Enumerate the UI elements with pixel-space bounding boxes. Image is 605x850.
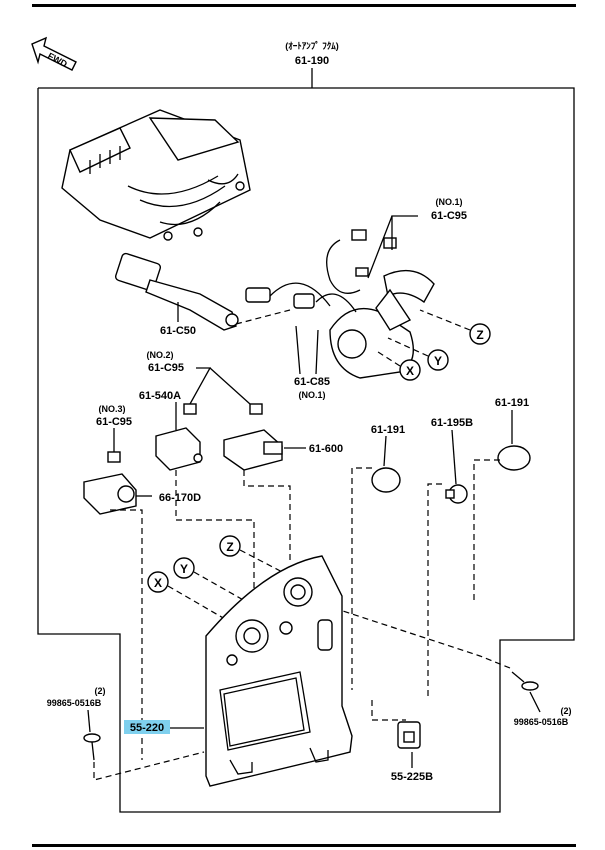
marker-z-lower: Z xyxy=(219,535,241,557)
label-c95-no1-code: 61-C95 xyxy=(431,210,467,222)
marker-y-lower: Y xyxy=(173,557,195,579)
wiring-harness xyxy=(61,109,251,241)
marker-x-lower: X xyxy=(147,571,169,593)
switch-600 xyxy=(223,429,283,471)
label-c95-no3-note: (NO.3) xyxy=(99,404,126,414)
label-55-220: 55-220 xyxy=(130,722,164,734)
top-part-code: 61-190 xyxy=(295,55,329,67)
combination-switch xyxy=(245,229,435,379)
label-61-c50: 61-C50 xyxy=(160,325,196,337)
label-61-600: 61-600 xyxy=(309,443,343,455)
knob-191-right xyxy=(497,445,531,471)
label-55-225b: 55-225B xyxy=(391,771,433,783)
marker-z-upper: Z xyxy=(469,323,491,345)
knob-195b xyxy=(445,484,468,504)
panel-highlight xyxy=(124,720,170,734)
label-66-170d: 66-170D xyxy=(159,492,201,504)
marker-y-upper: Y xyxy=(427,349,449,371)
assembly-frame xyxy=(37,87,575,813)
label-61-540a: 61-540A xyxy=(139,390,181,402)
connector-c50 xyxy=(114,252,239,331)
label-c95-no2-note: (NO.2) xyxy=(147,350,174,360)
label-61-191-left: 61-191 xyxy=(371,424,405,436)
screw-right-qty: (2) xyxy=(561,706,572,716)
marker-x-upper: X xyxy=(399,359,421,381)
top-part-note: (ｵｰﾄｱﾝﾌﾟ ﾌｸﾑ) xyxy=(285,40,339,51)
bottom-rule xyxy=(32,844,576,847)
switch-540a xyxy=(155,427,203,471)
bezel-panel-55-220 xyxy=(205,555,353,787)
switch-170d xyxy=(83,473,137,515)
screw-right-icon xyxy=(511,671,539,691)
svg-text:Z: Z xyxy=(476,328,483,342)
knob-191-left xyxy=(371,467,401,493)
svg-text:Y: Y xyxy=(180,562,188,576)
label-c85-note: (NO.1) xyxy=(299,390,326,400)
label-c95-no1-note: (NO.1) xyxy=(436,197,463,207)
top-rule xyxy=(32,4,576,7)
svg-text:X: X xyxy=(154,576,162,590)
screw-left-code: 99865-0516B xyxy=(47,698,102,708)
label-61-195b: 61-195B xyxy=(431,417,473,429)
label-c85-code: 61-C85 xyxy=(294,376,330,388)
svg-text:Z: Z xyxy=(226,540,233,554)
fwd-arrow-icon: FWD xyxy=(31,36,77,71)
label-61-191-right: 61-191 xyxy=(495,397,529,409)
label-c95-no3-code: 61-C95 xyxy=(96,416,132,428)
screw-left-qty: (2) xyxy=(95,686,106,696)
svg-text:Y: Y xyxy=(434,354,442,368)
label-c95-no2-code: 61-C95 xyxy=(148,362,184,374)
clip-55-225b xyxy=(397,721,421,749)
screw-right-code: 99865-0516B xyxy=(514,717,569,727)
screw-left-icon xyxy=(83,733,101,761)
svg-text:X: X xyxy=(406,364,414,378)
